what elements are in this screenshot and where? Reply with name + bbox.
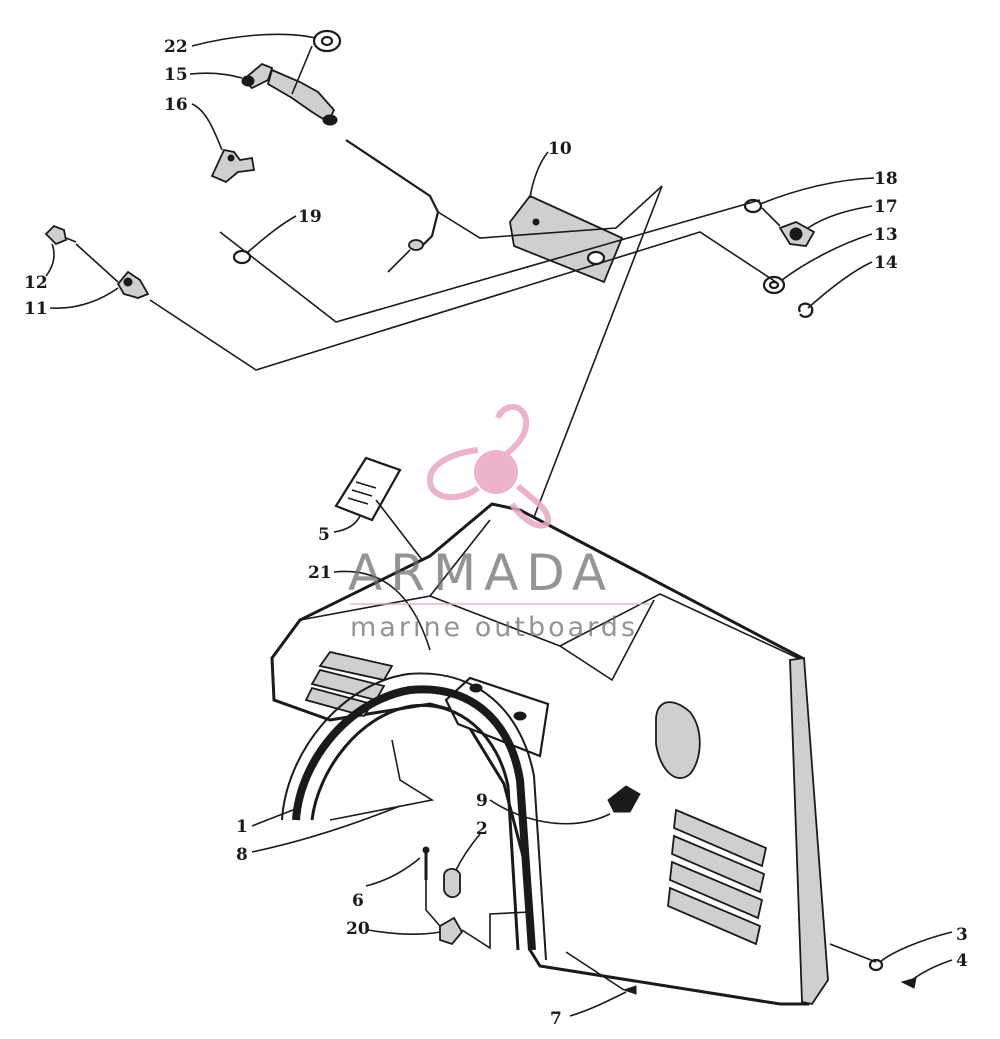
- callout-3: 3: [956, 925, 968, 945]
- part-10-plate: [509, 194, 624, 284]
- callout-13: 13: [874, 225, 898, 245]
- part-17-switch: [778, 221, 816, 247]
- callout-4: 4: [956, 951, 968, 971]
- part-11-knob: [116, 270, 150, 299]
- part-hood-cowling: [270, 502, 829, 1006]
- callout-17: 17: [874, 197, 898, 217]
- part-3-4-fastener: [829, 943, 917, 989]
- callout-5: 5: [318, 525, 330, 545]
- callout-22: 22: [164, 37, 188, 57]
- part-20-clip: [425, 880, 531, 950]
- callout-9: 9: [476, 791, 488, 811]
- part-1-8-seal-strips: [281, 672, 547, 961]
- callout-7: 7: [550, 1009, 562, 1029]
- callout-6: 6: [352, 891, 364, 911]
- callout-15: 15: [164, 65, 188, 85]
- part-16-bracket: [210, 148, 256, 184]
- callout-10: 10: [548, 139, 572, 159]
- part-12-cap: [44, 224, 77, 246]
- callout-1: 1: [236, 817, 248, 837]
- callout-14: 14: [874, 253, 898, 273]
- watermark-tagline: marine outboards: [350, 612, 638, 643]
- part-19-washer: [232, 249, 252, 265]
- part-7-screw: [565, 951, 637, 995]
- watermark-brand: ARMADA: [348, 544, 614, 602]
- callout-labels: 22 15 16 10 18 17 13 14 19 12 11 5 21 1 …: [24, 37, 968, 1029]
- callout-12: 12: [24, 273, 48, 293]
- assembly-lines-upper: [75, 185, 781, 689]
- callout-8: 8: [236, 845, 248, 865]
- propeller-logo-icon: [427, 404, 552, 529]
- part-22-washer: [312, 29, 342, 53]
- callout-2: 2: [476, 819, 488, 839]
- part-15-key-switch: [241, 62, 440, 273]
- leader-lines: [45, 33, 953, 1017]
- part-9-latch: [607, 785, 641, 813]
- callout-18: 18: [874, 169, 898, 189]
- callout-19: 19: [298, 207, 322, 227]
- callout-21: 21: [308, 563, 332, 583]
- callout-16: 16: [164, 95, 188, 115]
- watermark: ARMADA marine outboards: [348, 404, 650, 643]
- callout-11: 11: [24, 299, 48, 319]
- callout-20: 20: [346, 919, 370, 939]
- part-13-washer: [762, 275, 786, 295]
- part-2-bumper: [443, 868, 461, 898]
- part-6-screw: [422, 846, 430, 880]
